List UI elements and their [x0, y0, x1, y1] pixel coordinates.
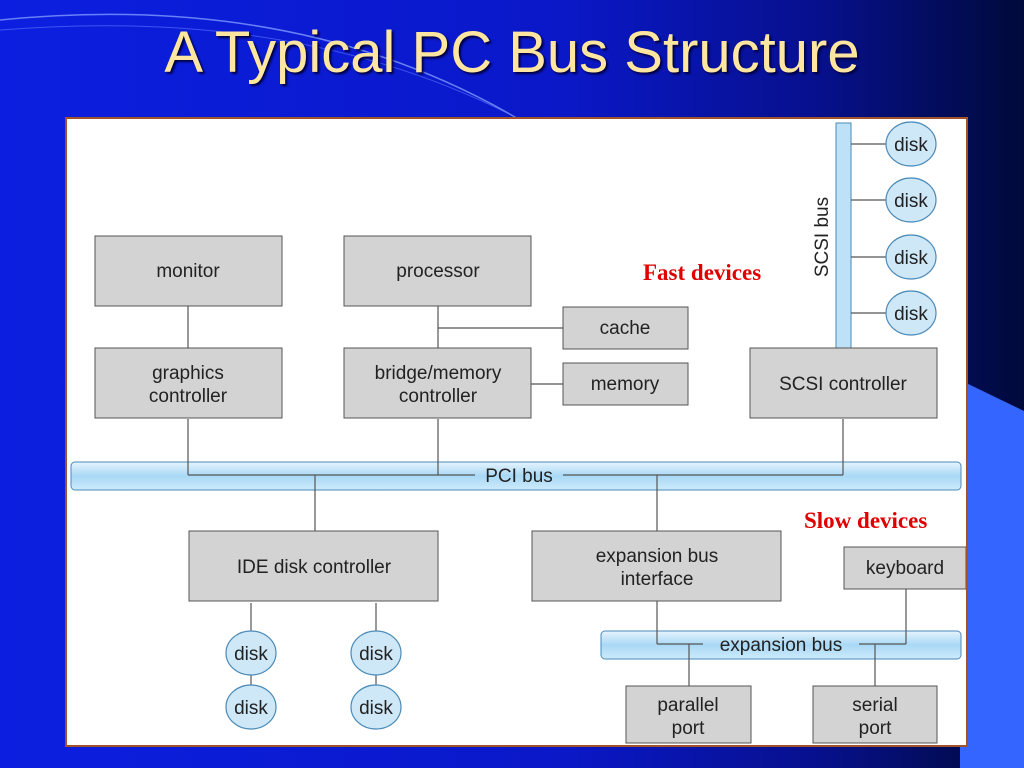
decorative-shape [960, 380, 1024, 768]
expansion-bus-label: expansion bus [720, 635, 843, 656]
disk-label: disk [234, 698, 268, 719]
serial-port-label-line2: port [859, 718, 892, 739]
graphics-controller-label-line1: graphics [152, 363, 224, 384]
processor-box: processor [343, 235, 532, 307]
serial-port-box: serial port [812, 685, 938, 744]
slow-devices-annotation: Slow devices [804, 508, 927, 533]
graphics-controller-label-line2: controller [149, 386, 228, 407]
cache-label: cache [600, 318, 651, 339]
ide-disk-3: disk [350, 630, 402, 676]
pci-bus [70, 461, 962, 491]
memory-label: memory [591, 374, 660, 395]
processor-label: processor [396, 261, 480, 282]
ide-disk-4: disk [350, 684, 402, 730]
serial-port-label-line1: serial [852, 695, 897, 716]
parallel-port-box: parallel port [625, 685, 752, 744]
bridge-memory-controller-label-line2: controller [399, 386, 478, 407]
bridge-memory-controller-box: bridge/memory controller [343, 347, 532, 419]
monitor-box: monitor [94, 235, 283, 307]
pci-bus-label: PCI bus [485, 466, 553, 487]
scsi-disk-1: disk [885, 121, 937, 167]
ide-disk-1: disk [225, 630, 277, 676]
disk-label: disk [234, 644, 268, 665]
disk-label: disk [894, 191, 928, 212]
monitor-label: monitor [156, 261, 220, 282]
expansion-bus-interface-label-line2: interface [621, 569, 694, 590]
expansion-bus-interface-box: expansion bus interface [531, 530, 782, 602]
ide-disk-controller-label: IDE disk controller [237, 557, 392, 578]
disk-label: disk [359, 644, 393, 665]
disk-label: disk [894, 304, 928, 325]
fast-devices-annotation: Fast devices [643, 260, 761, 285]
disk-label: disk [894, 248, 928, 269]
diagram-frame: monitor processor cache graphics control… [65, 117, 968, 747]
connector-lines [187, 143, 907, 686]
ide-disk-2: disk [225, 684, 277, 730]
scsi-disk-3: disk [885, 234, 937, 280]
scsi-controller-label: SCSI controller [779, 374, 907, 395]
ide-disk-controller-box: IDE disk controller [188, 530, 439, 602]
keyboard-box: keyboard [843, 546, 966, 590]
expansion-bus-interface-label-line1: expansion bus [596, 546, 719, 567]
cache-box: cache [562, 306, 689, 350]
slide-title: A Typical PC Bus Structure [164, 20, 860, 85]
scsi-disk-4: disk [885, 290, 937, 336]
memory-box: memory [562, 362, 689, 406]
bridge-memory-controller-label-line1: bridge/memory [375, 363, 502, 384]
disk-label: disk [894, 135, 928, 156]
parallel-port-label-line1: parallel [657, 695, 718, 716]
scsi-bus-label: SCSI bus [812, 197, 833, 277]
expansion-bus [600, 630, 962, 660]
scsi-bus [835, 122, 852, 350]
graphics-controller-box: graphics controller [94, 347, 283, 419]
parallel-port-label-line2: port [672, 718, 705, 739]
scsi-controller-box: SCSI controller [749, 347, 938, 419]
disk-label: disk [359, 698, 393, 719]
keyboard-label: keyboard [866, 558, 944, 579]
scsi-disk-2: disk [885, 177, 937, 223]
bus-diagram: monitor processor cache graphics control… [70, 121, 966, 744]
